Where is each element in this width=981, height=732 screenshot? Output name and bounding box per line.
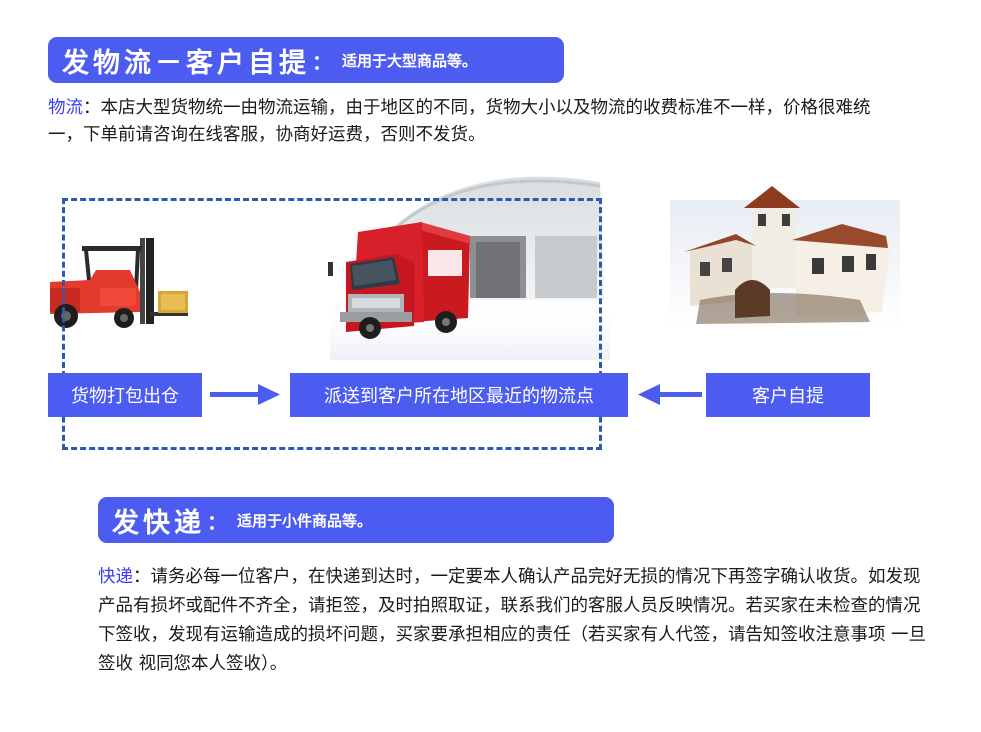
flow-step-deliver-to-point: 派送到客户所在地区最近的物流点: [290, 373, 628, 417]
delivery-truck-icon: [328, 222, 470, 339]
arrow-right-icon: [210, 384, 280, 405]
flow-step-pack-ship: 货物打包出仓: [48, 373, 202, 417]
logistics-label-colon: ：: [83, 98, 101, 118]
flow-step-pickup-label: 客户自提: [752, 386, 824, 407]
express-section-subtitle: 适用于小件商品等。: [237, 511, 373, 530]
express-section-title: 发快递: [112, 507, 205, 539]
flow-step-customer-pickup: 客户自提: [706, 373, 870, 417]
villa-house-icon: [670, 186, 900, 330]
logistics-section-subtitle: 适用于大型商品等。: [342, 51, 478, 70]
logistics-flow-illustration: [50, 176, 900, 405]
warehouse-icon: [330, 176, 610, 360]
logistics-section-title: 发物流－客户自提: [62, 47, 310, 79]
logistics-description: 物流：本店大型货物统一由物流运输，由于地区的不同，货物大小以及物流的收费标准不一…: [48, 95, 888, 149]
forklift-icon: [50, 238, 188, 328]
logistics-dashed-frame: [62, 198, 602, 450]
express-label-colon: ：: [133, 567, 151, 587]
logistics-title-colon: ：: [312, 49, 332, 74]
express-title-colon: ：: [207, 509, 227, 534]
express-text: 请务必每一位客户，在快递到达时，一定要本人确认产品完好无损的情况下再签字确认收货…: [98, 567, 927, 674]
express-description: 快递：请务必每一位客户，在快递到达时，一定要本人确认产品完好无损的情况下再签字确…: [98, 563, 928, 679]
express-label: 快递: [98, 567, 133, 587]
flow-step-deliver-label: 派送到客户所在地区最近的物流点: [324, 386, 594, 407]
logistics-section-header: 发物流－客户自提 ： 适用于大型商品等。: [48, 37, 564, 83]
logistics-text: 本店大型货物统一由物流运输，由于地区的不同，货物大小以及物流的收费标准不一样，价…: [48, 98, 871, 145]
logistics-label: 物流: [48, 98, 83, 118]
arrow-left-icon: [638, 384, 702, 405]
flow-step-pack-ship-label: 货物打包出仓: [71, 386, 179, 407]
express-section-header: 发快递 ： 适用于小件商品等。: [98, 497, 614, 543]
